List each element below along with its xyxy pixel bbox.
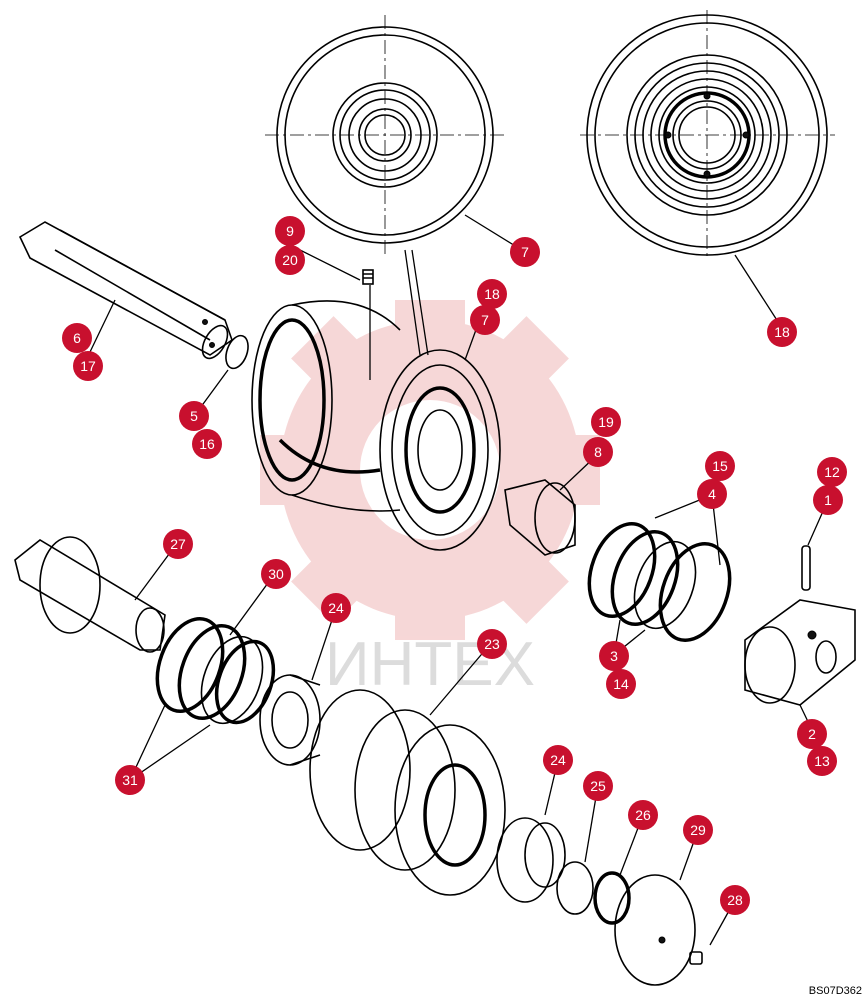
bearing-upper bbox=[259, 674, 321, 766]
callout-7-mid-label: 7 bbox=[481, 312, 489, 328]
callout-27: 27 bbox=[163, 529, 193, 559]
callout-29: 29 bbox=[683, 815, 713, 845]
spacer-ring bbox=[556, 861, 594, 915]
callout-29-label: 29 bbox=[690, 822, 706, 838]
callout-5: 5 bbox=[179, 401, 209, 431]
roller-end-view bbox=[580, 10, 835, 260]
callout-13: 13 bbox=[807, 746, 837, 776]
callout-13-label: 13 bbox=[814, 753, 830, 769]
callout-14: 14 bbox=[606, 669, 636, 699]
callout-6-label: 6 bbox=[73, 330, 81, 346]
drawing-code: BS07D362 bbox=[809, 985, 862, 997]
callout-30: 30 bbox=[261, 559, 291, 589]
shaft bbox=[18, 221, 233, 360]
callout-28: 28 bbox=[720, 885, 750, 915]
callout-8-label: 8 bbox=[594, 444, 602, 460]
callout-6: 6 bbox=[62, 323, 92, 353]
callout-31: 31 bbox=[115, 765, 145, 795]
callout-3-label: 3 bbox=[610, 648, 618, 664]
callout-8: 8 bbox=[583, 437, 613, 467]
callout-16: 16 bbox=[192, 429, 222, 459]
callout-2: 2 bbox=[797, 719, 827, 749]
callout-15-label: 15 bbox=[712, 458, 728, 474]
roller-body bbox=[251, 249, 501, 551]
drain-plug bbox=[689, 951, 703, 965]
seal-assembly-left bbox=[155, 616, 276, 725]
callout-28-label: 28 bbox=[727, 892, 743, 908]
callout-20-label: 20 bbox=[282, 252, 298, 268]
callout-1-label: 1 bbox=[824, 492, 832, 508]
callout-2-label: 2 bbox=[808, 726, 816, 742]
plug bbox=[362, 269, 374, 380]
callout-25-label: 25 bbox=[590, 778, 606, 794]
callout-24-lower-label: 24 bbox=[550, 752, 566, 768]
callout-24-upper: 24 bbox=[321, 593, 351, 623]
callout-19-label: 19 bbox=[598, 414, 614, 430]
callout-27-label: 27 bbox=[170, 536, 186, 552]
callout-4-label: 4 bbox=[708, 486, 716, 502]
callout-18-top: 18 bbox=[767, 317, 797, 347]
callout-5-label: 5 bbox=[190, 408, 198, 424]
callout-7-top-label: 7 bbox=[521, 244, 529, 260]
callout-25: 25 bbox=[583, 771, 613, 801]
callout-24-upper-label: 24 bbox=[328, 600, 344, 616]
bushing bbox=[504, 479, 576, 556]
callout-12-label: 12 bbox=[824, 464, 840, 480]
callout-20: 20 bbox=[275, 245, 305, 275]
callout-3: 3 bbox=[599, 641, 629, 671]
callout-16-label: 16 bbox=[199, 436, 215, 452]
cover bbox=[614, 874, 696, 986]
track-roller bbox=[309, 689, 506, 896]
o-ring bbox=[225, 334, 249, 370]
watermark-gear-logo bbox=[260, 300, 600, 640]
callout-30-label: 30 bbox=[268, 566, 284, 582]
callout-12: 12 bbox=[817, 457, 847, 487]
callout-17-label: 17 bbox=[80, 358, 96, 374]
callout-23-label: 23 bbox=[484, 636, 500, 652]
seal-assembly-right bbox=[587, 521, 732, 642]
callout-9: 9 bbox=[275, 216, 305, 246]
callout-23: 23 bbox=[477, 629, 507, 659]
callout-9-label: 9 bbox=[286, 223, 294, 239]
callout-1: 1 bbox=[813, 485, 843, 515]
callout-18-mid: 18 bbox=[477, 279, 507, 309]
snap-ring bbox=[593, 871, 631, 925]
callout-18-mid-label: 18 bbox=[484, 286, 500, 302]
callout-7-mid: 7 bbox=[470, 305, 500, 335]
pin bbox=[801, 545, 811, 591]
callout-14-label: 14 bbox=[613, 676, 629, 692]
end-cap bbox=[744, 599, 856, 706]
callout-18-top-label: 18 bbox=[774, 324, 790, 340]
callout-24-lower: 24 bbox=[543, 745, 573, 775]
shaft-lower bbox=[14, 536, 166, 653]
callout-26: 26 bbox=[628, 800, 658, 830]
callout-7-top: 7 bbox=[510, 237, 540, 267]
bearing-lower bbox=[496, 817, 566, 903]
callout-17: 17 bbox=[73, 351, 103, 381]
callout-19: 19 bbox=[591, 407, 621, 437]
callout-4: 4 bbox=[697, 479, 727, 509]
roller-side-view bbox=[265, 15, 505, 255]
callout-31-label: 31 bbox=[122, 772, 138, 788]
callout-15: 15 bbox=[705, 451, 735, 481]
callout-26-label: 26 bbox=[635, 807, 651, 823]
